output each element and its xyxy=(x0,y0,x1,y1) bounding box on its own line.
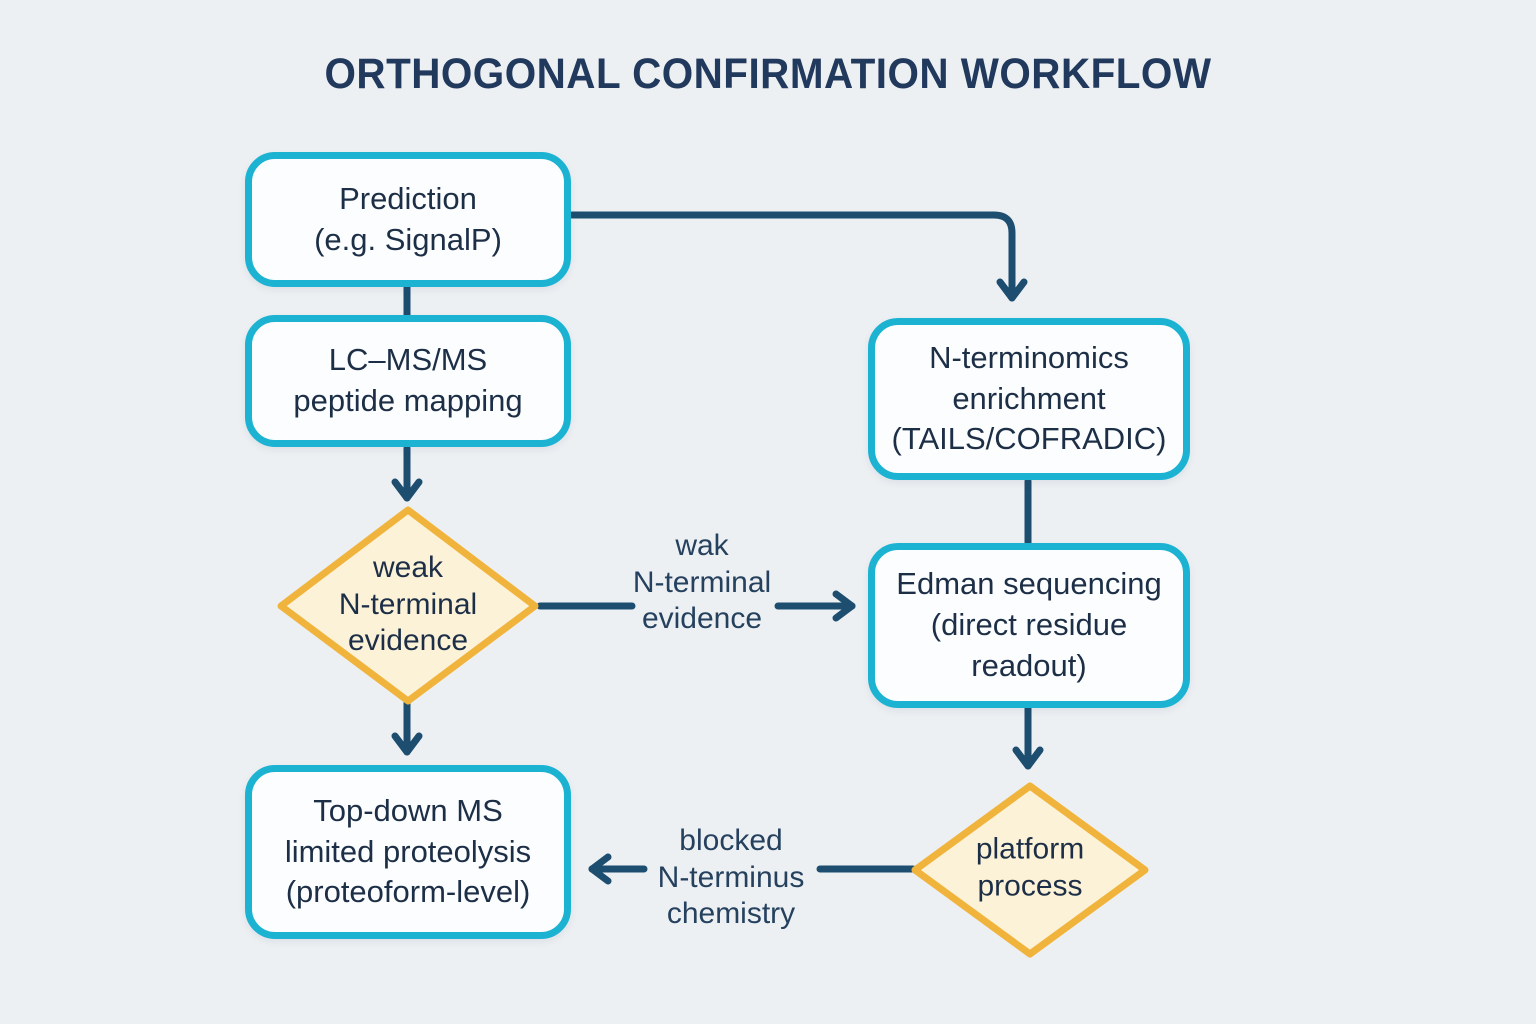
decision-weak-evidence-shape xyxy=(277,506,539,705)
node-topdown-label: Top-down MS limited proteolysis (proteof… xyxy=(284,792,532,910)
node-nterminomics-label: N-terminomics enrichment (TAILS/COFRADIC… xyxy=(891,339,1167,457)
diagram-title: ORTHOGONAL CONFIRMATION WORKFLOW xyxy=(324,50,1212,98)
node-topdown-ms: Top-down MS limited proteolysis (proteof… xyxy=(245,765,571,939)
decision-platform-process-shape xyxy=(911,782,1149,958)
edge-prediction-to-nterminomics xyxy=(568,211,1028,302)
node-lcms-peptide-mapping: LC–MS/MS peptide mapping xyxy=(245,315,571,447)
edge-label-weak-nterminal-evidence: wak N-terminal evidence xyxy=(632,529,772,636)
node-nterminomics-enrichment: N-terminomics enrichment (TAILS/COFRADIC… xyxy=(868,318,1190,480)
node-edman-label: Edman sequencing (direct residue readout… xyxy=(896,566,1162,683)
edge-label-blocked-nterminus-chemistry: blocked N-terminus chemistry xyxy=(657,824,805,931)
node-prediction: Prediction (e.g. SignalP) xyxy=(245,152,571,287)
decision-platform-process-label: platform process xyxy=(975,832,1085,902)
node-edman-sequencing: Edman sequencing (direct residue readout… xyxy=(868,543,1190,708)
node-prediction-label: Prediction (e.g. SignalP) xyxy=(314,180,502,257)
node-lcms-label: LC–MS/MS peptide mapping xyxy=(293,342,523,418)
decision-weak-evidence-label: weak N-terminal evidence xyxy=(338,551,478,658)
